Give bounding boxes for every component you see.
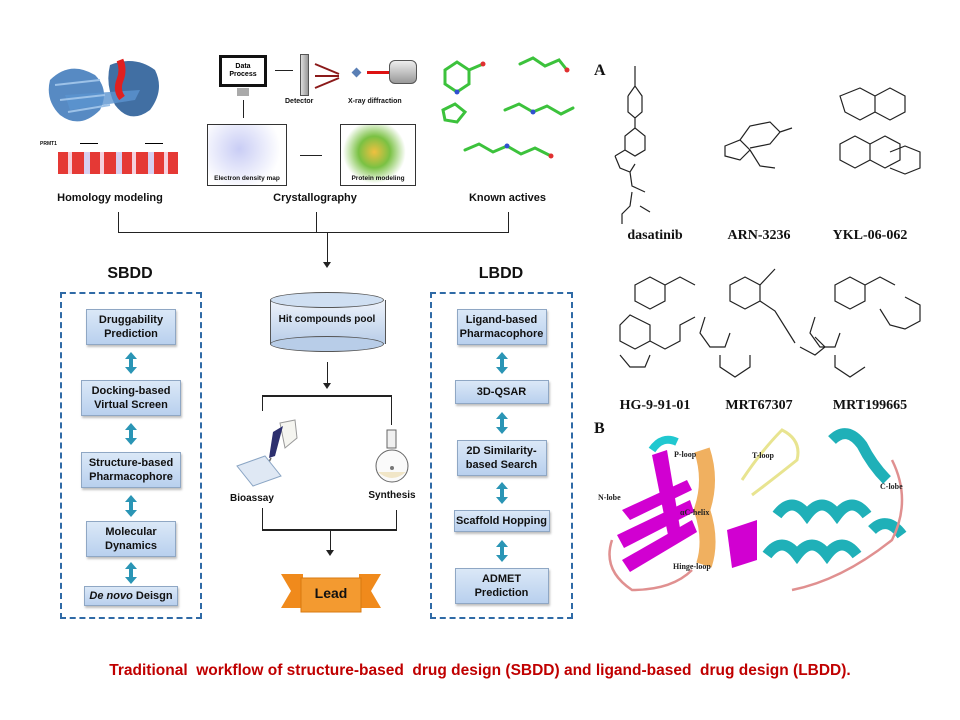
loop-line [262, 395, 392, 397]
alignment-arrow [145, 143, 163, 144]
sbdd-step-druggability[interactable]: Druggability Prediction [86, 309, 176, 345]
lbdd-step-pharmacophore[interactable]: Ligand-based Pharmacophore [456, 309, 547, 345]
compound-dasatinib: dasatinib [627, 228, 683, 243]
sbdd-step-md[interactable]: Molecular Dynamics [86, 521, 176, 557]
protein-model-box: Protein modeling [340, 124, 416, 186]
ligand-structures-image [441, 56, 575, 159]
protein-model-label: Protein modeling [351, 175, 405, 182]
protein-structure-image [48, 58, 159, 122]
arrow-head [323, 383, 331, 389]
xray-source-icon [389, 60, 417, 84]
detector-icon [300, 54, 309, 96]
detector-label: Detector [285, 98, 314, 105]
compound-mrt199665: MRT199665 [832, 398, 908, 413]
diffraction-rays [314, 63, 340, 89]
compound-arn-3236: ARN-3236 [727, 228, 791, 243]
lbdd-box: Ligand-based Pharmacophore 3D-QSAR 2D Si… [430, 292, 573, 619]
loop-line [262, 508, 263, 530]
crystallography-panel: Data Process Detector X-ray diffraction … [205, 52, 425, 204]
label-p-loop: P-loop [674, 450, 697, 459]
lbdd-step-qsar[interactable]: 3D-QSAR [454, 380, 549, 404]
lbdd-step-scaffold[interactable]: Scaffold Hopping [453, 510, 550, 532]
homology-modeling-label: Homology modeling [57, 192, 163, 204]
hit-pool-label: Hit compounds pool [278, 314, 376, 325]
density-map-box: Electron density map [207, 124, 287, 186]
label-ac-helix: αC-helix [680, 508, 710, 517]
alignment-grid [58, 152, 178, 174]
lead-label: Lead [314, 585, 348, 601]
sbdd-step-denovo[interactable]: De novo Deisgn [84, 586, 178, 606]
double-arrow-icon [495, 482, 508, 504]
bioassay-label: Bioassay [230, 493, 274, 504]
xray-beam [367, 71, 389, 74]
denovo-rest: Deisgn [132, 590, 173, 602]
loop-line [262, 395, 263, 411]
lbdd-step-admet[interactable]: ADMET Prediction [454, 568, 549, 604]
connector [327, 232, 328, 266]
double-arrow-icon [125, 352, 137, 374]
connector [316, 212, 317, 232]
lbdd-title: LBDD [478, 265, 524, 282]
xray-label: X-ray diffraction [348, 98, 402, 105]
density-map-label: Electron density map [214, 175, 280, 182]
synthesis-label: Synthesis [368, 490, 416, 501]
connector [330, 531, 331, 553]
lead-ribbon-icon [281, 574, 381, 613]
arrow-head [326, 550, 334, 556]
arrow-right [300, 155, 322, 156]
compound-structures-row1 [614, 66, 921, 224]
double-arrow-icon [495, 412, 508, 434]
double-arrow-icon [495, 352, 508, 374]
double-arrow-icon [125, 423, 137, 445]
compound-mrt67307: MRT67307 [725, 398, 793, 413]
panel-a-letter: A [594, 62, 606, 79]
sbdd-box: Druggability Prediction Docking-based Vi… [60, 292, 202, 619]
homology-modeling-panel: PRMT1 Homology modeling [40, 50, 180, 204]
bioassay-plate-icon [236, 419, 298, 487]
arrow-down [243, 100, 244, 118]
compound-ykl-06-062: YKL-06-062 [832, 228, 908, 243]
hit-pool-cylinder: Hit compounds pool [270, 292, 386, 352]
connector [118, 232, 509, 233]
known-actives-panel: Known actives [435, 50, 580, 204]
crystallography-label: Crystallography [273, 192, 357, 204]
loop-line [262, 529, 397, 531]
known-actives-label: Known actives [468, 192, 547, 204]
loop-line [396, 510, 397, 530]
sbdd-step-docking[interactable]: Docking-based Virtual Screen [81, 380, 181, 416]
sbdd-title: SBDD [107, 265, 153, 282]
double-arrow-icon [125, 495, 137, 517]
connector [327, 362, 328, 386]
double-arrow-icon [495, 540, 508, 562]
denovo-italic: De novo [89, 590, 133, 602]
synthesis-flask-icon [375, 429, 409, 483]
arrow-head [323, 262, 331, 268]
double-arrow-icon [125, 562, 137, 584]
arrow-left [275, 70, 293, 71]
figure-caption: Traditional workflow of structure-based … [109, 662, 851, 679]
label-hinge-loop: Hinge-loop [673, 562, 711, 571]
sbdd-step-pharmacophore[interactable]: Structure-based Pharmacophore [81, 452, 181, 488]
loop-line [391, 395, 392, 425]
monitor-icon: Data Process [219, 55, 267, 87]
alignment-header: PRMT1 [40, 141, 57, 147]
label-t-loop: T-loop [752, 451, 774, 460]
lbdd-step-similarity[interactable]: 2D Similarity-based Search [456, 440, 547, 476]
crystal-icon [351, 67, 362, 78]
kinase-structure-image [608, 428, 907, 592]
connector [118, 212, 119, 232]
label-n-lobe: N-lobe [598, 493, 621, 502]
panel-b-letter: B [594, 420, 605, 437]
monitor-stand [237, 88, 249, 96]
alignment-arrow [80, 143, 98, 144]
label-c-lobe: C-lobe [880, 482, 903, 491]
compound-hg-9-91-01: HG-9-91-01 [619, 398, 691, 413]
alignment-block: PRMT1 [40, 138, 180, 176]
connector [508, 212, 509, 232]
monitor-text: Data Process [229, 63, 257, 78]
compound-structures-row2 [619, 268, 921, 378]
